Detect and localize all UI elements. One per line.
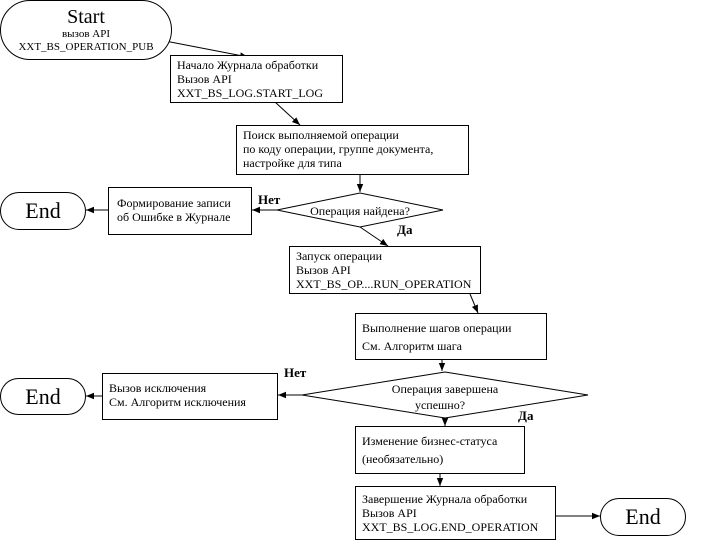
find-operation-box: Поиск выполняемой операции по коду опера… xyxy=(236,125,469,175)
end-label-2: End xyxy=(25,383,61,409)
log-end-line1: Завершение Журнала обработки xyxy=(362,492,528,506)
start-line2: XXT_BS_OPERATION_PUB xyxy=(18,41,154,53)
decision-found-diamond xyxy=(276,192,444,228)
find-op-line3: настройке для типа xyxy=(243,156,342,170)
log-start-line2: Вызов API xyxy=(177,72,232,86)
log-end-line2: Вызов API xyxy=(362,506,417,520)
arrow-run-to-steps xyxy=(469,293,479,314)
log-end-box: Завершение Журнала обработки Вызов API X… xyxy=(355,486,556,540)
branch-no-label-2: Нет xyxy=(284,365,307,380)
decision-found-text: Операция найдена? xyxy=(310,204,410,218)
start-line1: вызов API xyxy=(61,28,111,40)
exception-box: Вызов исключения См. Алгоритм исключения xyxy=(102,373,278,420)
find-op-line2: по коду операции, группе документа, xyxy=(243,142,434,156)
error-record-box: Формирование записи об Ошибке в Журнале xyxy=(108,187,252,235)
start-title: Start xyxy=(67,6,105,28)
error-record-line2: об Ошибке в Журнале xyxy=(117,210,231,224)
end-label-1: End xyxy=(25,198,61,223)
find-op-line1: Поиск выполняемой операции xyxy=(243,128,399,142)
start-terminal: Start вызов API XXT_BS_OPERATION_PUB xyxy=(0,0,172,60)
log-start-line1: Начало Журнала обработки xyxy=(177,58,319,72)
exec-steps-line2: См. Алгоритм шага xyxy=(362,339,462,353)
run-op-line2: Вызов API xyxy=(296,263,351,277)
run-operation-box: Запуск операции Вызов API XXT_BS_OP....R… xyxy=(289,246,481,294)
exception-line2: См. Алгоритм исключения xyxy=(109,395,246,409)
error-record-line1: Формирование записи xyxy=(117,196,231,210)
end-terminal-1: End xyxy=(0,192,86,230)
branch-no-label-1: Нет xyxy=(258,192,281,207)
arrow-log-to-find xyxy=(274,101,301,126)
decision-success-diamond xyxy=(301,371,589,419)
branch-yes-label-1: Да xyxy=(397,222,413,237)
end-terminal-2: End xyxy=(0,378,86,415)
exec-steps-line1: Выполнение шагов операции xyxy=(362,321,512,335)
exception-line1: Вызов исключения xyxy=(109,381,207,395)
status-change-line2: (необязательно) xyxy=(362,452,444,466)
decision-success-text: Операция завершена успешно? xyxy=(365,381,525,413)
run-op-line1: Запуск операции xyxy=(296,249,383,263)
branch-yes-label-2: Да xyxy=(518,408,534,423)
end-label-3: End xyxy=(625,504,661,529)
status-change-box: Изменение бизнес-статуса (необязательно) xyxy=(355,426,525,474)
arrow-start-to-log xyxy=(159,39,249,59)
log-start-line3: XXT_BS_LOG.START_LOG xyxy=(177,86,323,100)
arrow-decision-yes xyxy=(359,226,389,247)
log-start-box: Начало Журнала обработки Вызов API XXT_B… xyxy=(170,55,343,103)
run-op-line3: XXT_BS_OP....RUN_OPERATION xyxy=(296,277,472,291)
decision-success-line2: успешно? xyxy=(414,398,466,412)
log-end-line3: XXT_BS_LOG.END_OPERATION xyxy=(362,520,539,534)
end-terminal-3: End xyxy=(600,498,686,536)
execute-steps-box: Выполнение шагов операции См. Алгоритм ш… xyxy=(355,313,547,360)
decision-success-line1: Операция завершена xyxy=(391,382,499,396)
status-change-line1: Изменение бизнес-статуса xyxy=(362,434,498,448)
